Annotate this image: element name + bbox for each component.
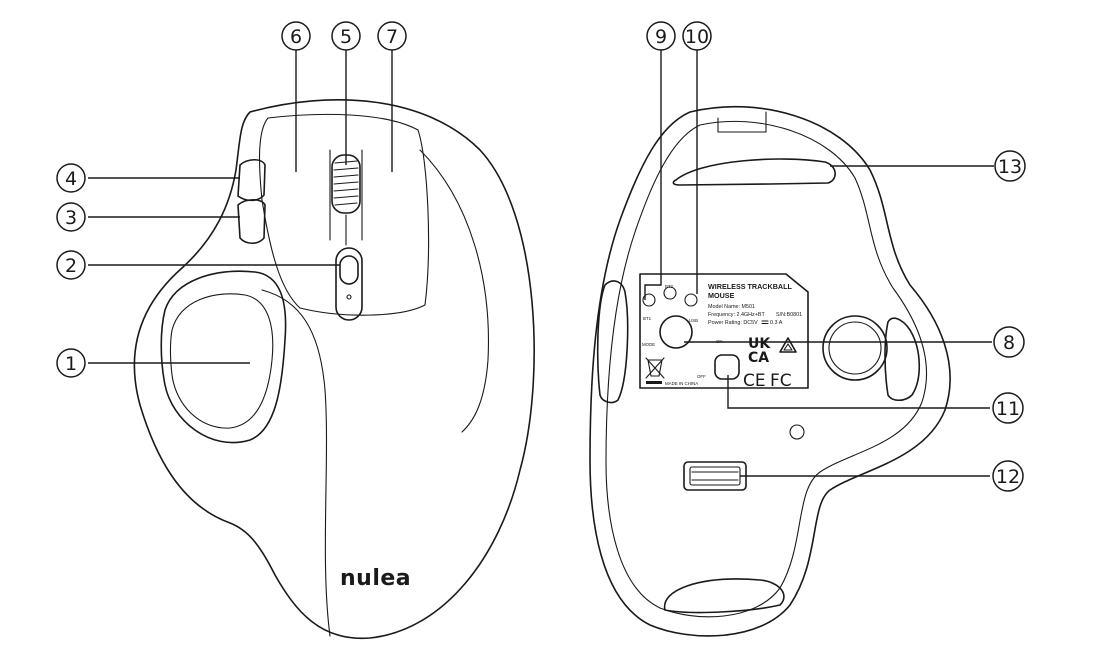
scroll-wheel-ribs [333,160,359,206]
uk-mark: UK [748,336,771,352]
callout-9: 9 [646,21,676,51]
callout-6: 6 [281,21,311,51]
svg-text:2: 2 [65,255,77,277]
bottom-foot-pad [663,578,785,614]
label-title-line1: WIRELESS TRACKBALL [708,282,792,291]
label-current: 0.3 A [770,320,783,326]
callouts: 1 2 3 4 6 5 7 9 10 13 8 11 12 [56,21,1026,492]
screw-hole [789,424,805,440]
bt2-label: BT2 [665,284,674,289]
bottom-body-outline [589,105,951,637]
dpi-button[interactable] [339,255,359,285]
svg-text:10: 10 [685,26,709,48]
bt1-indicator [642,293,656,307]
callout-11: 11 [992,392,1024,424]
mouse-right-edge-curve [419,149,489,433]
svg-text:4: 4 [65,168,77,190]
svg-text:8: 8 [1003,332,1015,354]
ca-mark: CA [748,350,769,366]
off-label: OFF [697,374,706,379]
callout-2: 2 [56,250,86,280]
bt1-label: BT1 [643,316,652,321]
label-title-line2: MOUSE [708,291,735,300]
mouse-side-contour [261,289,331,637]
trackball[interactable] [169,293,274,429]
svg-text:5: 5 [340,26,352,48]
mode-selector-switch[interactable] [659,315,693,349]
mouse-top-view: nulea [133,99,535,640]
leader-9 [644,50,662,300]
recycle-icon [779,337,797,353]
left-foot-pad [596,280,629,404]
fc-mark: FC [770,371,792,391]
usb-receiver [689,466,741,486]
back-button[interactable] [237,198,266,245]
button-panel [258,113,430,316]
callout-4: 4 [56,163,86,193]
power-switch[interactable] [714,354,740,380]
usb-indicator [684,293,698,307]
svg-text:11: 11 [996,398,1020,420]
dc-symbol [761,320,769,325]
usb-label: USB [689,318,698,323]
svg-text:9: 9 [655,26,667,48]
right-foot-pad [884,317,921,402]
sensor-lens [828,321,882,375]
made-in-label: MADE IN CHINA [665,381,698,386]
callout-10: 10 [682,21,712,51]
callout-1: 1 [56,348,86,378]
label-serial: S/N:B0801 [776,312,802,318]
label-power: Power Rating: DC5V [708,320,758,326]
cover-tab [717,111,767,133]
forward-button[interactable] [237,158,266,202]
product-label [639,273,809,389]
callout-12: 12 [992,460,1024,492]
svg-text:6: 6 [290,26,302,48]
mode-label: MODE [642,342,655,347]
brand-logo: nulea [340,566,411,591]
top-foot-pad [672,158,836,186]
usb-receiver-slot[interactable] [683,461,747,491]
callout-8: 8 [993,326,1025,358]
ce-mark: CE [743,371,766,391]
callout-3: 3 [56,202,86,232]
callout-7: 7 [377,21,407,51]
trackball-socket [160,270,287,444]
leader-11 [727,375,990,409]
svg-text:12: 12 [996,466,1020,488]
weee-bin-icon [645,357,665,384]
mouse-bottom-view: WIRELESS TRACKBALL MOUSE Model Name: M50… [589,105,951,637]
label-model: Model Name: M501 [708,304,755,310]
leader-lines [88,50,994,477]
usb-receiver-ribs [691,471,739,481]
svg-text:13: 13 [998,156,1022,178]
label-frequency: Frequency: 2.4GHz+BT [708,312,765,318]
dpi-indicator-led [346,294,352,300]
svg-text:7: 7 [386,26,398,48]
mouse-body-outline [133,99,535,640]
sensor-ring [822,315,888,381]
bt2-indicator [663,286,677,300]
callout-5: 5 [331,21,361,51]
svg-text:1: 1 [65,353,77,375]
bottom-inner-outline [605,120,928,618]
callout-13: 13 [994,150,1026,182]
dpi-button-housing [335,247,363,321]
svg-text:3: 3 [65,207,77,229]
